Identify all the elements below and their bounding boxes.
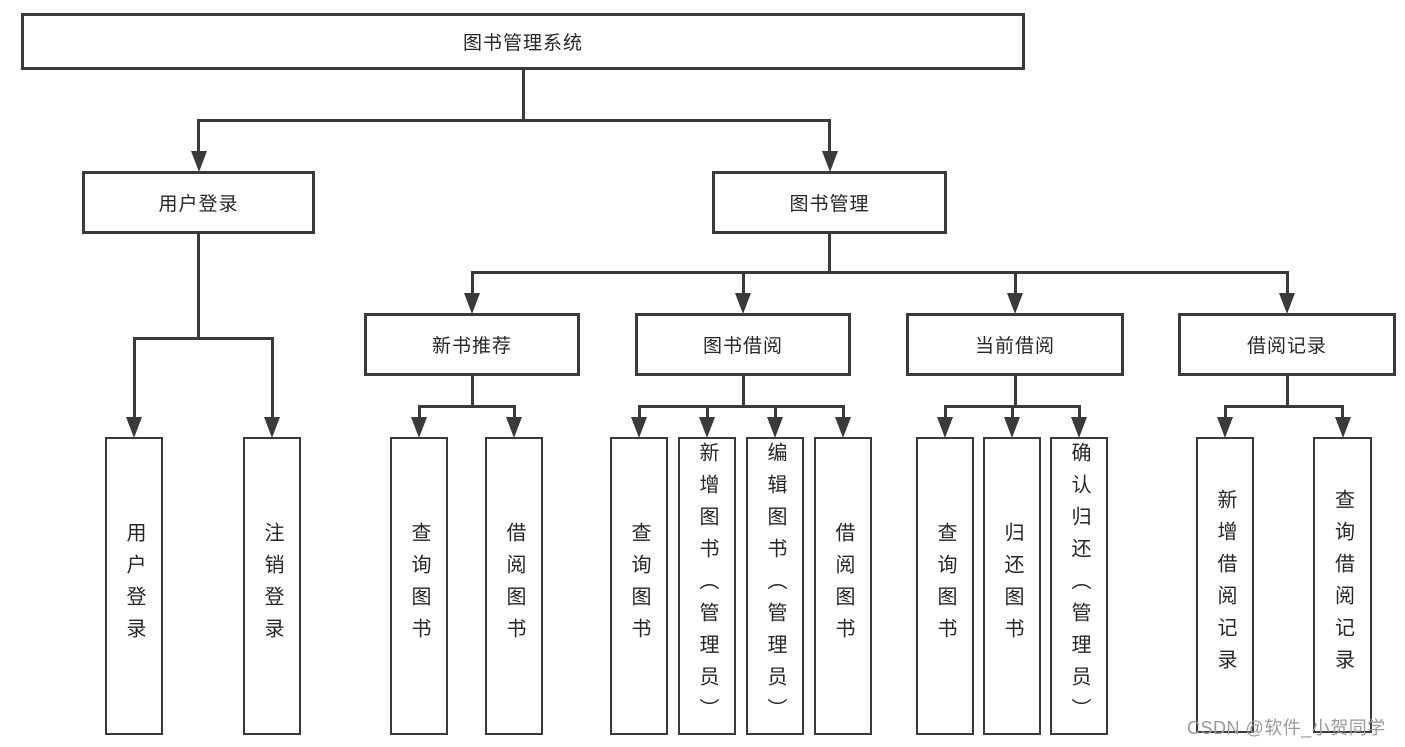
node-leaf-borrow-book-1: 借阅图书 (485, 437, 543, 735)
node-leaf-confirm-return: 确认归还（管理员） (1050, 437, 1108, 735)
connector-arrowhead-leaf-confirm-return (1071, 417, 1087, 438)
connector-arrowhead-current-borrow (1007, 293, 1023, 314)
connector-arrowhead-leaf-query-borrow-record (1334, 417, 1351, 438)
connector-drop-leaf-add-book (705, 405, 709, 425)
connector-drop-leaf-logout (270, 337, 274, 425)
connector-drop-leaf-query-book-2 (637, 405, 641, 425)
connector-arrowhead-leaf-query-book-1 (411, 417, 427, 438)
connector-stem-current-borrow (1013, 376, 1017, 408)
node-leaf-logout: 注销登录 (243, 437, 301, 735)
node-leaf-edit-book: 编辑图书（管理员） (746, 437, 804, 735)
watermark: CSDN @软件_小贺同学 (1187, 718, 1386, 738)
node-current-borrow: 当前借阅 (906, 313, 1124, 376)
connector-arrowhead-leaf-user-login (126, 417, 142, 438)
connector-arrowhead-user-login (190, 151, 207, 172)
connector-arrowhead-book-borrow (735, 293, 751, 314)
node-label-borrow-records: 借阅记录 (1246, 336, 1327, 357)
connector-rail-root (197, 119, 831, 122)
connector-stem-borrow-records (1285, 376, 1289, 408)
connector-drop-new-book-recommend (470, 271, 474, 301)
node-book-management: 图书管理 (712, 171, 947, 234)
connector-arrowhead-leaf-borrow-book-2 (835, 417, 851, 438)
node-leaf-user-login: 用户登录 (105, 437, 163, 735)
connector-drop-current-borrow (1013, 271, 1017, 301)
node-label-leaf-borrow-book-2: 借阅图书 (832, 522, 854, 650)
node-label-leaf-query-borrow-record: 查询借阅记录 (1331, 489, 1354, 681)
connector-stem-book-management (828, 234, 831, 274)
node-label-current-borrow: 当前借阅 (974, 336, 1055, 357)
node-label-leaf-confirm-return: 确认归还（管理员） (1068, 442, 1090, 730)
connector-drop-leaf-query-book-1 (417, 405, 421, 425)
node-label-new-book-recommend: 新书推荐 (431, 336, 512, 357)
node-leaf-add-borrow-record: 新增借阅记录 (1196, 437, 1254, 733)
connector-drop-leaf-borrow-book-2 (841, 405, 845, 425)
node-label-leaf-query-book-1: 查询图书 (408, 522, 430, 650)
connector-arrowhead-book-management (821, 151, 838, 172)
connector-drop-leaf-borrow-book-1 (512, 405, 516, 425)
connector-arrowhead-leaf-query-book-3 (937, 417, 953, 438)
node-leaf-query-borrow-record: 查询借阅记录 (1313, 437, 1372, 733)
connector-arrowhead-leaf-add-borrow-record (1217, 417, 1233, 438)
connector-drop-leaf-query-borrow-record (1341, 405, 1344, 425)
connector-drop-user-login (197, 119, 200, 159)
node-leaf-query-book-1: 查询图书 (390, 437, 448, 735)
connector-rail-new-book-recommend (417, 405, 516, 408)
connector-drop-book-borrow (741, 271, 745, 301)
node-leaf-query-book-2: 查询图书 (610, 437, 668, 735)
connector-arrowhead-leaf-query-book-2 (631, 417, 647, 438)
connector-arrowhead-borrow-records (1279, 293, 1295, 314)
node-label-leaf-return-book: 归还图书 (1001, 522, 1023, 650)
connector-rail-borrow-records (1223, 405, 1344, 408)
connector-drop-leaf-confirm-return (1077, 405, 1081, 425)
node-leaf-add-book: 新增图书（管理员） (678, 437, 736, 735)
node-leaf-query-book-3: 查询图书 (916, 437, 974, 735)
node-user-login: 用户登录 (82, 171, 315, 234)
node-label-leaf-add-borrow-record: 新增借阅记录 (1214, 489, 1236, 681)
node-label-book-borrow: 图书借阅 (702, 336, 783, 357)
node-root: 图书管理系统 (21, 13, 1025, 70)
connector-rail-book-borrow (637, 405, 845, 408)
connector-rail-book-management (470, 271, 1289, 274)
connector-drop-leaf-query-book-3 (943, 405, 947, 425)
connector-drop-book-management (828, 119, 831, 159)
node-book-borrow: 图书借阅 (635, 313, 851, 376)
connector-rail-user-login (132, 337, 274, 340)
connector-arrowhead-leaf-edit-book (767, 417, 783, 438)
node-label-leaf-borrow-book-1: 借阅图书 (503, 522, 525, 650)
node-label-root: 图书管理系统 (462, 33, 583, 54)
connector-stem-user-login (197, 234, 200, 340)
connector-drop-leaf-user-login (132, 337, 136, 425)
node-new-book-recommend: 新书推荐 (364, 313, 580, 376)
node-label-leaf-query-book-2: 查询图书 (628, 522, 650, 650)
connector-drop-leaf-return-book (1010, 405, 1014, 425)
node-label-leaf-logout: 注销登录 (261, 522, 283, 650)
connector-drop-leaf-add-borrow-record (1223, 405, 1227, 425)
node-label-leaf-add-book: 新增图书（管理员） (696, 442, 718, 730)
connector-stem-new-book-recommend (470, 376, 474, 408)
connector-arrowhead-leaf-return-book (1004, 417, 1020, 438)
connector-stem-root (521, 70, 525, 122)
connector-drop-borrow-records (1285, 271, 1289, 301)
node-label-book-management: 图书管理 (789, 194, 870, 215)
connector-arrowhead-leaf-add-book (699, 417, 715, 438)
connector-stem-book-borrow (741, 376, 745, 408)
connector-arrowhead-leaf-borrow-book-1 (506, 417, 522, 438)
connector-arrowhead-new-book-recommend (464, 293, 480, 314)
connector-arrowhead-leaf-logout (264, 417, 280, 438)
node-label-leaf-user-login: 用户登录 (123, 522, 145, 650)
node-borrow-records: 借阅记录 (1178, 313, 1396, 376)
node-leaf-borrow-book-2: 借阅图书 (814, 437, 872, 735)
node-leaf-return-book: 归还图书 (983, 437, 1041, 735)
node-label-user-login: 用户登录 (158, 194, 239, 215)
connector-drop-leaf-edit-book (773, 405, 777, 425)
node-label-leaf-edit-book: 编辑图书（管理员） (764, 442, 786, 730)
node-label-leaf-query-book-3: 查询图书 (934, 522, 956, 650)
